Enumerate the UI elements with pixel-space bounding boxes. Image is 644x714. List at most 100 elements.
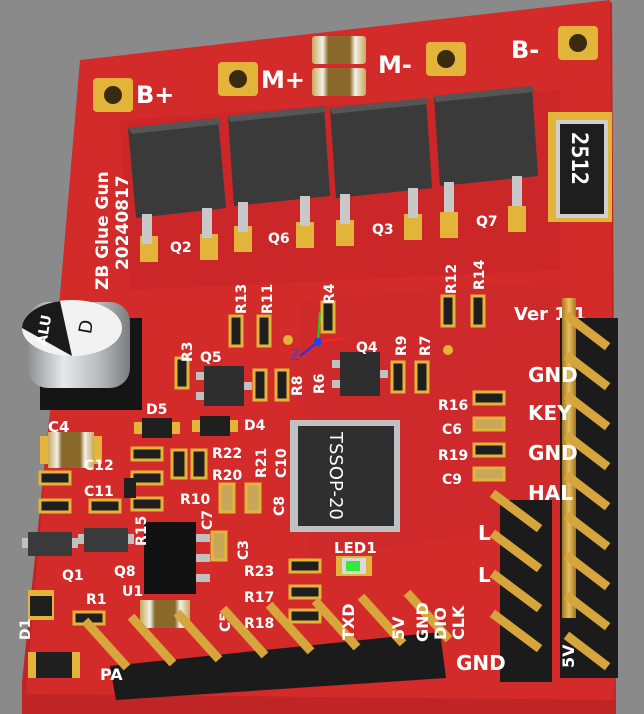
ref-c8: C8: [272, 496, 288, 516]
mosfet-q6-label: Q6: [268, 231, 290, 247]
regulator-u1: [144, 522, 210, 594]
mosfet-q3: Q3: [330, 98, 432, 246]
ref-led1: LED1: [334, 539, 377, 557]
bottom-header-pin: [127, 613, 177, 667]
ref-q4: Q4: [356, 340, 378, 356]
corner-label-pa: PA: [100, 665, 123, 684]
ref-q5: Q5: [200, 350, 222, 366]
bottom-header-pin: [81, 617, 131, 671]
transistor-q1: [22, 532, 78, 556]
header-inner: [489, 489, 552, 682]
corner-label-5v: 5V: [559, 644, 578, 668]
shunt-resistor: 2512: [548, 112, 612, 222]
bottom-header-pin: [173, 609, 223, 663]
terminal-b-minus: B-: [511, 26, 598, 64]
diode-d5: [134, 418, 180, 438]
mosfet-q2-label: Q2: [170, 240, 192, 256]
terminal-m-plus-label: M+: [261, 66, 305, 94]
ref-r21: R21: [254, 448, 270, 478]
ref-r6: R6: [312, 373, 328, 394]
bottom-header-pin: [403, 589, 453, 643]
terminal-m-minus-label: M-: [378, 51, 412, 79]
ref-r14: R14: [472, 259, 488, 290]
small-passives: [38, 294, 506, 626]
bottom-label-dio: DIO: [431, 607, 450, 640]
ref-q1: Q1: [62, 568, 84, 584]
ref-c4: C4: [48, 418, 69, 436]
ref-r10: R10: [180, 492, 211, 508]
ref-r9: R9: [394, 335, 410, 356]
smd-cap-top-2: [312, 68, 366, 96]
capacitor-label-line1: ALU: [34, 314, 55, 347]
ref-r13: R13: [234, 284, 250, 314]
bottom-label-clk: CLK: [449, 605, 468, 640]
right-header-pin: [563, 511, 611, 551]
right-label-gnd-2: GND: [528, 441, 578, 465]
right-header-pin: [563, 471, 611, 511]
ref-designators: R3 R13 R11 R4 R12 R14 Q5 R8 R6 Q4 R9 R7 …: [18, 259, 488, 640]
ref-r1: R1: [86, 592, 107, 608]
header-bottom: [81, 589, 453, 700]
right-header-pin: [563, 631, 611, 671]
board-date: 20240817: [113, 175, 133, 270]
mosfet-q7-label: Q7: [476, 214, 498, 230]
ref-r16: R16: [438, 398, 468, 414]
ref-d1: D1: [18, 619, 34, 640]
inner-header-pin: [489, 569, 543, 613]
bottom-label-5v: 5V: [389, 616, 408, 640]
right-label-key: KEY: [528, 401, 572, 425]
mosfet-q7: Q7: [434, 86, 538, 238]
ref-r11: R11: [260, 284, 276, 314]
ref-r12: R12: [444, 264, 460, 294]
ref-c10: C10: [274, 448, 290, 478]
smd-bottom-left: [28, 652, 80, 678]
ref-r8: R8: [290, 375, 306, 396]
ref-c3: C3: [236, 540, 252, 560]
ref-d5: D5: [146, 402, 167, 418]
transistor-q8: [78, 528, 134, 552]
electrolytic-capacitor: ALU D: [22, 300, 142, 410]
bottom-label-txd: TXD: [339, 603, 358, 640]
ref-r18: R18: [244, 616, 274, 632]
ref-r3: R3: [180, 341, 196, 362]
diode-d1: [28, 590, 54, 620]
terminal-b-plus: B+: [93, 78, 174, 112]
mosfet-q2: Q2: [128, 118, 226, 262]
ref-r15: R15: [134, 516, 150, 546]
ref-c6: C6: [442, 422, 462, 438]
inner-header-pin: [489, 609, 543, 653]
terminal-b-plus-label: B+: [136, 81, 174, 109]
capacitor-label-line2: D: [75, 318, 98, 335]
axis-z-label: Z: [290, 346, 300, 364]
ref-r19: R19: [438, 448, 468, 464]
shunt-label: 2512: [566, 132, 591, 185]
inner-label-l-1: L: [478, 521, 491, 545]
bottom-header-pin: [265, 601, 315, 655]
inner-header-pin: [489, 489, 543, 533]
smd-cap-top-1: [312, 36, 366, 64]
transistor-q5: [196, 366, 252, 406]
transistor-q4: [332, 352, 388, 396]
inner-header-pin: [489, 529, 543, 573]
right-header-pin: [563, 431, 611, 471]
right-header-pin: [563, 591, 611, 631]
ref-c7: C7: [200, 510, 216, 530]
inner-label-l-2: L: [478, 563, 491, 587]
bottom-header-pin: [357, 593, 407, 647]
ref-c11: C11: [84, 484, 114, 500]
header-right: [560, 298, 618, 678]
terminal-m-minus: M-: [378, 42, 466, 79]
axis-marker: Z: [283, 311, 453, 364]
right-header-pin: [563, 351, 611, 391]
right-header-pin: [563, 391, 611, 431]
bottom-label-gnd: GND: [413, 602, 432, 642]
ic-tssop20: TSSOP-20: [290, 420, 400, 532]
ref-r22: R22: [212, 446, 242, 462]
ref-r4: R4: [322, 283, 338, 304]
bottom-header-pin: [311, 597, 361, 651]
corner-label-gnd: GND: [456, 651, 506, 675]
board-title: ZB Glue Gun: [93, 171, 113, 290]
smd-cap-c4: [40, 432, 102, 468]
mosfet-q3-label: Q3: [372, 222, 394, 238]
ref-r17: R17: [244, 590, 274, 606]
